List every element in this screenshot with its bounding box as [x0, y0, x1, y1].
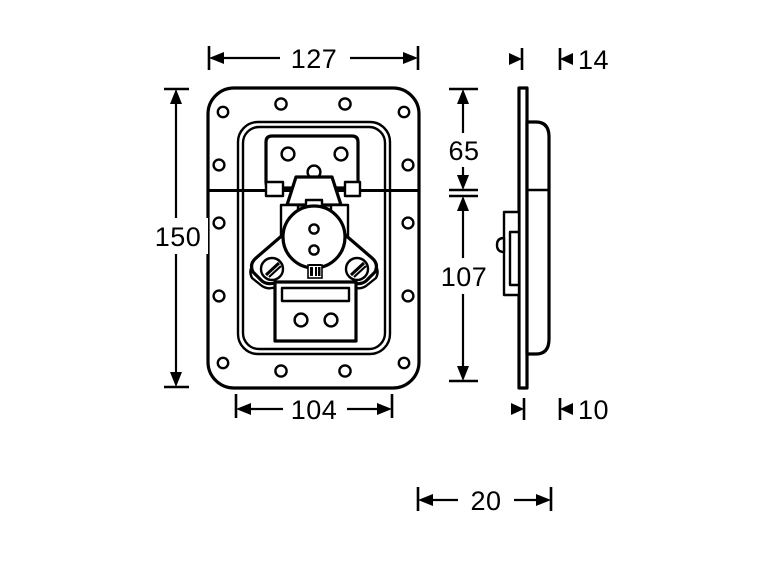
rivet-hole: [397, 105, 411, 119]
side-latch-knob: [495, 236, 506, 254]
rivet-hole: [216, 105, 230, 119]
rivet-hole: [401, 158, 415, 172]
dimension-label-104: 104: [291, 395, 338, 425]
rivet-hole: [216, 356, 230, 370]
dimension-label-65: 65: [448, 136, 479, 166]
dimension-10: 10: [511, 395, 609, 425]
side-body-profile: [525, 120, 551, 356]
side-view: [495, 86, 551, 390]
dimension-label-107: 107: [441, 262, 488, 292]
dimension-150: 150: [148, 87, 208, 389]
dimension-label-14: 14: [578, 45, 609, 75]
cam-hole-upper: [308, 223, 320, 235]
dimension-107: 107: [434, 194, 496, 383]
dimension-65: 65: [438, 87, 490, 192]
hinge-plate-hole: [333, 146, 349, 162]
keeper-hole: [293, 312, 309, 328]
cam-disc: [281, 204, 347, 270]
rivet-hole: [338, 364, 352, 378]
side-latch-inner: [508, 230, 521, 287]
cam-hole-lower: [308, 244, 320, 256]
keeper-slot: [280, 286, 351, 303]
manufacturer-logo-icon: [307, 264, 323, 279]
screw-left-slot: [264, 261, 281, 277]
front-view: [206, 86, 421, 390]
dimension-20: 20: [416, 482, 553, 518]
dimension-label-150: 150: [155, 222, 202, 252]
dimension-label-20: 20: [470, 486, 501, 516]
rivet-hole: [212, 216, 226, 230]
keeper-hole: [323, 312, 339, 328]
rivet-hole: [212, 289, 226, 303]
screw-right-slot-2: [353, 265, 367, 278]
rivet-hole: [401, 289, 415, 303]
rivet-hole: [397, 356, 411, 370]
rivet-hole: [274, 364, 288, 378]
dimension-127: 127: [207, 40, 420, 76]
dimension-label-127: 127: [291, 44, 338, 74]
rivet-hole: [274, 97, 288, 111]
hinge-plate-hole: [280, 146, 296, 162]
rivet-hole: [338, 97, 352, 111]
rivet-hole: [212, 158, 226, 172]
dimension-label-10: 10: [578, 395, 609, 425]
screw-left-slot-2: [268, 265, 282, 278]
hinge-tab-left: [264, 180, 285, 198]
dimension-104: 104: [234, 391, 394, 427]
hinge-tab-right: [343, 180, 362, 198]
rivet-hole: [401, 216, 415, 230]
dimension-14: 14: [509, 45, 609, 75]
screw-right-slot: [349, 261, 366, 277]
